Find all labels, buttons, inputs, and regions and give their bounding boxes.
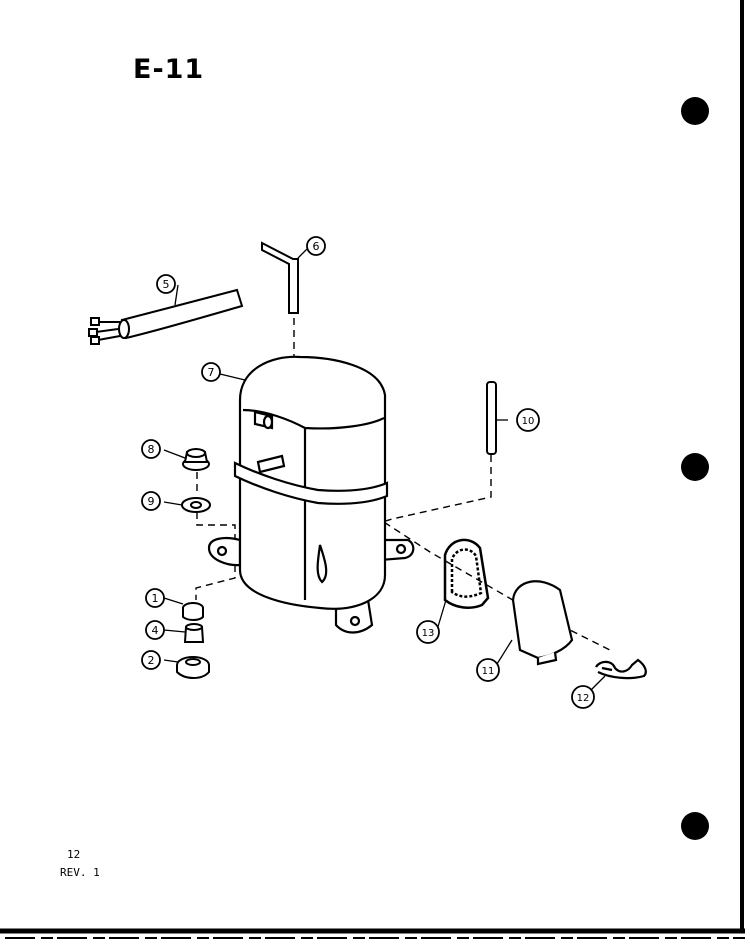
callout-9: 9 (141, 491, 161, 511)
callout-label: 8 (148, 443, 155, 456)
binder-hole-top (681, 97, 709, 125)
callout-4: 4 (145, 620, 165, 640)
terminal-gasket-part (443, 538, 490, 609)
wire-harness-part (88, 288, 244, 345)
callout-label: 4 (152, 624, 159, 637)
callout-label: 6 (313, 240, 320, 253)
page-number: 12 (67, 848, 81, 861)
callout-label: 2 (148, 654, 155, 667)
cover-clip-part (595, 658, 647, 680)
callout-label: 12 (577, 693, 590, 704)
callout-2: 2 (141, 650, 161, 670)
process-tube-part (261, 241, 299, 314)
grommet-stack-part (176, 602, 210, 679)
callout-1: 1 (145, 588, 165, 608)
callout-label: 11 (482, 666, 495, 677)
callout-6: 6 (306, 236, 326, 256)
callout-13: 13 (416, 620, 440, 644)
binder-hole-bottom (681, 812, 709, 840)
terminal-cover-part (511, 580, 574, 666)
callout-label: 9 (148, 495, 155, 508)
callout-label: 10 (522, 416, 535, 427)
binder-hole-middle (681, 453, 709, 481)
callout-11: 11 (476, 658, 500, 682)
revision-label: REV. 1 (60, 866, 100, 879)
callout-10: 10 (516, 408, 540, 432)
callout-12: 12 (571, 685, 595, 709)
callout-label: 1 (152, 592, 159, 605)
callout-5: 5 (156, 274, 176, 294)
page-title: E-11 (133, 54, 205, 85)
washer-part (181, 497, 211, 513)
leader-lines (163, 247, 606, 691)
callout-label: 7 (208, 366, 215, 379)
mounting-nut-part (182, 448, 210, 471)
callout-label: 13 (422, 628, 435, 639)
compressor-part (207, 355, 415, 634)
callout-7: 7 (201, 362, 221, 382)
callout-8: 8 (141, 439, 161, 459)
discharge-tube-part (486, 381, 497, 455)
callout-label: 5 (163, 278, 170, 291)
